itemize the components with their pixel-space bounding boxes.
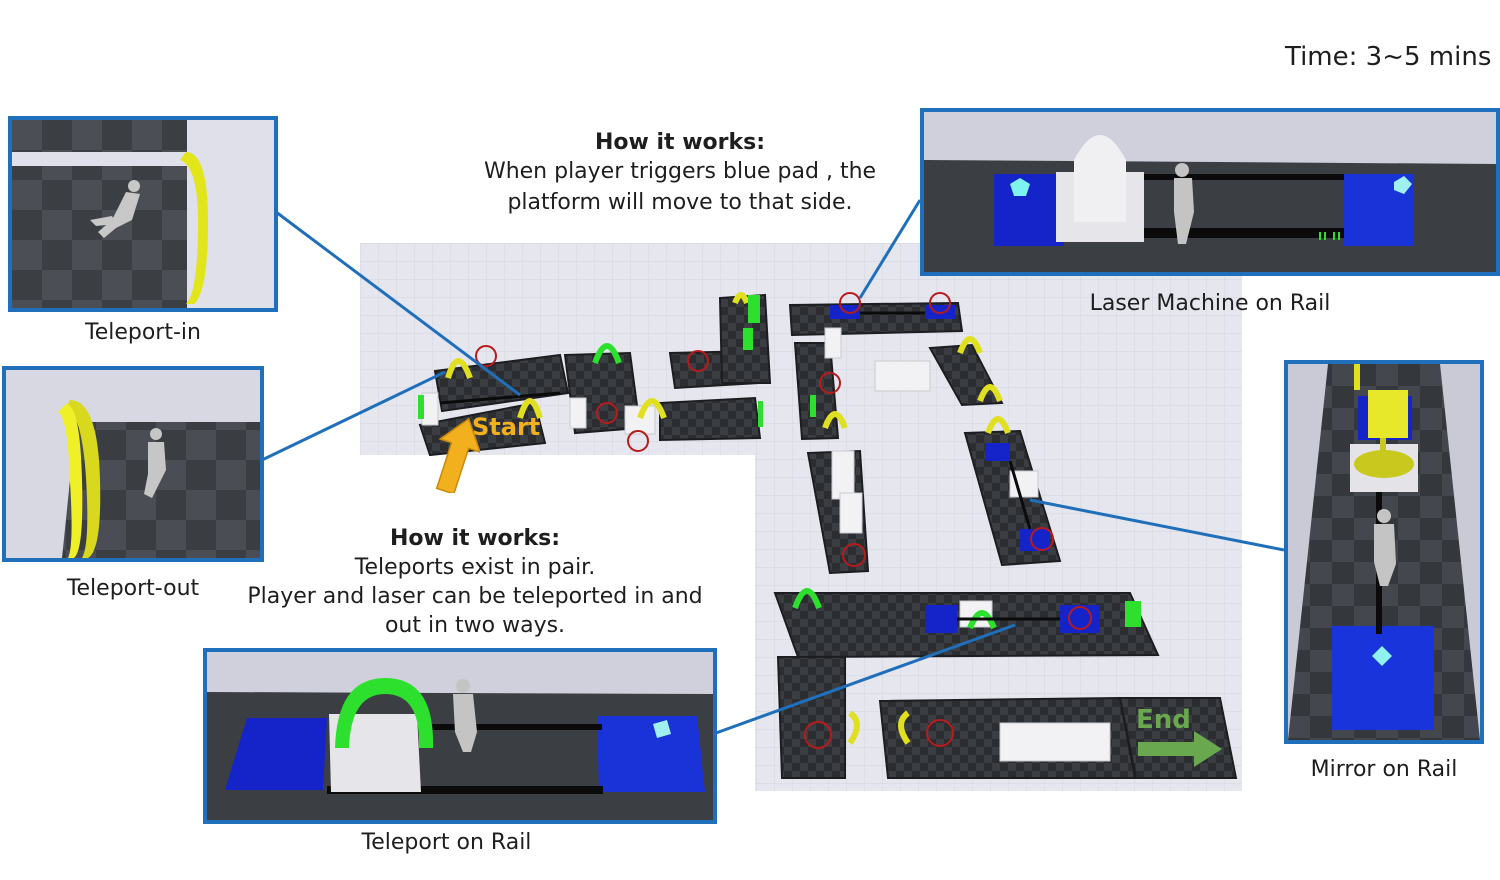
end-arrow-icon (1138, 731, 1222, 767)
top-note-line2: platform will move to that side. (507, 190, 853, 215)
character-figure (90, 180, 140, 238)
mirror-panel (1284, 360, 1484, 744)
teleport-in-caption: Teleport-in (85, 320, 201, 345)
time-label: Time: 3~5 mins (1285, 42, 1492, 72)
rails (439, 311, 1060, 621)
top-note-heading: How it works: (594, 130, 766, 155)
bottom-note-line3: out in two ways. (384, 613, 566, 638)
mirror-scene (1288, 364, 1480, 740)
bottom-note: How it works: Teleports exist in pair. P… (230, 526, 720, 638)
green-marks (1319, 232, 1340, 240)
teleport-out-scene (6, 370, 260, 558)
level-map-render (360, 243, 1242, 791)
character-figure (1174, 163, 1194, 244)
character-figure (1374, 509, 1396, 586)
laser-machine-scene (924, 112, 1496, 272)
start-arrow-icon (435, 417, 480, 493)
teleport-in-scene (12, 120, 274, 308)
green-pillars (418, 295, 1141, 627)
bottom-note-line2: Player and laser can be teleported in an… (247, 584, 703, 609)
laser-machine-panel (920, 108, 1500, 276)
teleport-out-caption: Teleport-out (66, 576, 200, 601)
teleport-rail-panel (203, 648, 717, 824)
teleport-out-panel (2, 366, 264, 562)
teleport-rail-caption: Teleport on Rail (361, 830, 532, 855)
character-figure (144, 428, 166, 498)
bottom-note-line1: Teleports exist in pair. (354, 555, 596, 580)
teleport-in-panel (8, 116, 278, 312)
laser-targets (475, 292, 1092, 749)
teleports (445, 292, 1011, 745)
top-note: How it works: When player triggers blue … (470, 130, 890, 215)
laser-machine-caption: Laser Machine on Rail (1089, 291, 1331, 316)
top-note-line1: When player triggers blue pad , the (483, 159, 877, 184)
mirror-caption: Mirror on Rail (1310, 757, 1458, 782)
bottom-note-heading: How it works: (389, 526, 561, 551)
blue-pads (830, 305, 1100, 633)
white-blocks (421, 327, 1111, 762)
end-label: End (1136, 705, 1191, 735)
character-figure (453, 679, 477, 752)
teleport-rail-scene (207, 652, 713, 820)
start-label: Start (472, 413, 541, 441)
level-map: Start End (360, 243, 1242, 791)
